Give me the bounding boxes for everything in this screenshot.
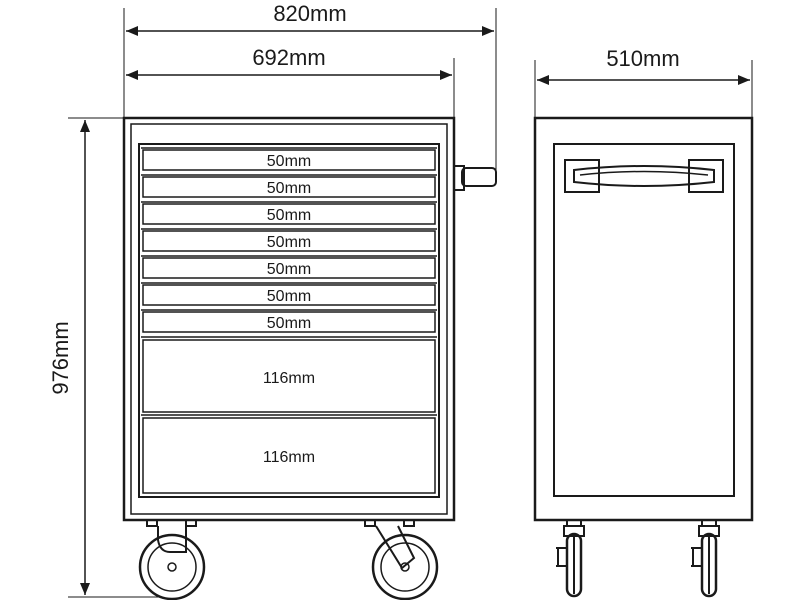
top-handle (564, 159, 724, 193)
caster-side-right (691, 519, 720, 598)
side-panel (533, 116, 754, 522)
drawer-height-label: 50mm (267, 207, 311, 224)
dimension-overall-width: 820mm (123, 1, 497, 170)
body-width-label: 692mm (252, 45, 325, 70)
drawer-height-label: 50mm (267, 288, 311, 305)
cabinet-body (122, 116, 456, 522)
drawer-height-label: 50mm (267, 315, 311, 332)
drawer-height-label: 50mm (267, 180, 311, 197)
caster-right (364, 519, 439, 601)
depth-label: 510mm (606, 46, 679, 71)
dimension-depth: 510mm (534, 46, 753, 118)
dimension-body-width: 692mm (126, 45, 455, 118)
drawer: 50mm (141, 255, 437, 279)
dimension-height: 976mm (48, 117, 160, 598)
drawer: 116mm (141, 336, 437, 413)
drawer-height-label: 116mm (263, 370, 315, 387)
drawer-height-label: 50mm (267, 234, 311, 251)
side-view (533, 116, 754, 598)
drawer: 50mm (141, 282, 437, 306)
drawer-height-label: 50mm (267, 153, 311, 170)
drawer: 50mm (141, 174, 437, 198)
drawer: 50mm (141, 147, 437, 171)
drawer-height-label: 116mm (263, 449, 315, 466)
front-view: 50mm 50mm 50mm 50mm 50mm 50mm (122, 116, 497, 601)
side-handle (453, 165, 497, 191)
caster-side-left (556, 519, 585, 598)
height-label: 976mm (48, 321, 73, 394)
drawer: 116mm (141, 414, 437, 494)
drawer-height-label: 50mm (267, 261, 311, 278)
overall-width-label: 820mm (273, 1, 346, 26)
drawer: 50mm (141, 309, 437, 333)
drawer: 50mm (141, 228, 437, 252)
caster-left (138, 519, 206, 601)
drawer: 50mm (141, 201, 437, 225)
